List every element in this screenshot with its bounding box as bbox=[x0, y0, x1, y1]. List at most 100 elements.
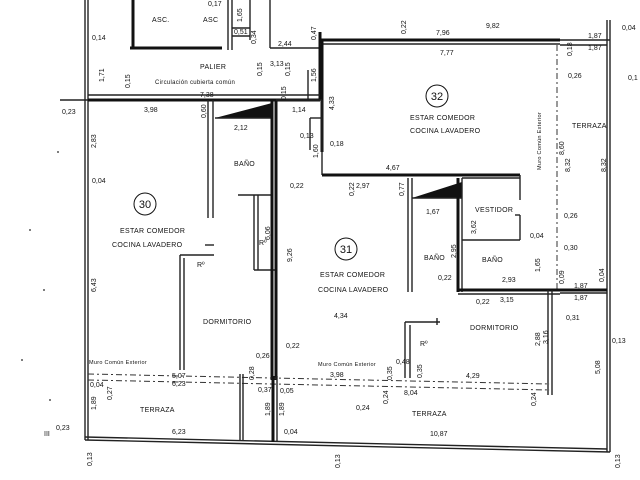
dim-label: 0,24 bbox=[356, 405, 370, 412]
dim-label: 7,77 bbox=[440, 50, 454, 57]
dim-label: 0,35 bbox=[387, 366, 394, 380]
dim-label: 0,35 bbox=[417, 364, 424, 378]
dim-label: 0,22 bbox=[349, 182, 356, 196]
room-labels: ESTAR COMEDOR COCINA LAVADERO ESTAR COME… bbox=[89, 17, 607, 418]
dim-label: 0,28 bbox=[249, 366, 256, 380]
dim-label: 8,32 bbox=[601, 158, 608, 172]
dim-label: 0,22 bbox=[401, 20, 408, 34]
dimension-labels: 0,17 1,65 0,51 0,34 0,14 2,44 0,47 0,22 … bbox=[44, 1, 638, 468]
dim-label: 7,96 bbox=[436, 30, 450, 37]
dim-label: 1,87 bbox=[574, 295, 588, 302]
dim-label: 0,77 bbox=[399, 182, 406, 196]
dim-label: 1,14 bbox=[292, 107, 306, 114]
stair-fill-30 bbox=[215, 103, 272, 118]
dim-label: 0,15 bbox=[257, 62, 264, 76]
dim-label: 6,43 bbox=[91, 278, 98, 292]
dim-label: 0,27 bbox=[107, 386, 114, 400]
unit-30-walls bbox=[179, 100, 278, 380]
scan-specks bbox=[21, 151, 59, 401]
dim-label: 0,22 bbox=[286, 343, 300, 350]
unit-30-marker: 30 bbox=[133, 192, 157, 216]
dim-label: III bbox=[44, 431, 50, 438]
dim-label: 0,13 bbox=[335, 454, 342, 468]
dim-label: 0,13 bbox=[615, 454, 622, 468]
dim-label: 2,44 bbox=[278, 41, 292, 48]
dim-label: 9,26 bbox=[287, 248, 294, 262]
dim-label: 6,23 bbox=[172, 381, 186, 388]
dim-label: 0,13 bbox=[87, 452, 94, 466]
asc-label-1: ASC. bbox=[152, 17, 170, 24]
terraza-30-label: TERRAZA bbox=[140, 407, 175, 414]
frame-lines bbox=[60, 0, 611, 453]
dim-label: 0,23 bbox=[62, 109, 76, 116]
dim-label: 9,82 bbox=[486, 23, 500, 30]
dim-label: 4,67 bbox=[386, 165, 400, 172]
dim-label: 0,04 bbox=[599, 268, 606, 282]
terraza-31-label: TERRAZA bbox=[412, 411, 447, 418]
dim-label: 0,13 bbox=[612, 338, 626, 345]
dim-label: 1,56 bbox=[311, 68, 318, 82]
muro-comun-label-2: Muro Común Exterior bbox=[318, 362, 376, 368]
dim-label: 5,07 bbox=[172, 373, 186, 380]
bano-31a-label: BAÑO bbox=[424, 253, 445, 262]
dim-label: 0,1 bbox=[628, 75, 638, 82]
dim-label: 2,93 bbox=[502, 277, 516, 284]
dim-label: 0,04 bbox=[90, 382, 104, 389]
dim-label: 3,62 bbox=[471, 220, 478, 234]
asc-label-2: ASC bbox=[203, 17, 218, 24]
unit-32-room-label: ESTAR COMEDOR bbox=[410, 115, 475, 122]
dim-label: 2,97 bbox=[356, 183, 370, 190]
unit-32-subroom-label: COCINA LAVADERO bbox=[410, 128, 481, 135]
dim-label: 2,83 bbox=[91, 134, 98, 148]
dim-label: 0,48 bbox=[396, 359, 410, 366]
dim-label: 0,14 bbox=[92, 35, 106, 42]
common-area bbox=[88, 0, 322, 102]
dim-label: 0,47 bbox=[311, 26, 318, 40]
unit-32-marker: 32 bbox=[425, 84, 449, 108]
dim-label: 3,15 bbox=[500, 297, 514, 304]
unit-32-number: 32 bbox=[431, 91, 443, 103]
bano-31b-label: BAÑO bbox=[482, 255, 503, 264]
dim-label: 1,89 bbox=[91, 396, 98, 410]
dim-label: 0,26 bbox=[564, 213, 578, 220]
dim-label: 6,06 bbox=[265, 226, 272, 240]
r-label-3: Rº bbox=[420, 341, 428, 348]
exterior-wall bbox=[87, 290, 553, 442]
dim-label: 0,22 bbox=[476, 299, 490, 306]
circulacion-label: Circulación cubierta común bbox=[155, 80, 235, 86]
terraza-32-label: TERRAZA bbox=[572, 123, 607, 130]
unit-31-walls bbox=[276, 99, 560, 378]
r-label-1: Rº bbox=[197, 262, 205, 269]
unit-30-room-label: ESTAR COMEDOR bbox=[120, 228, 185, 235]
dim-label: 0,15 bbox=[281, 86, 288, 100]
dim-label: 0,17 bbox=[208, 1, 222, 8]
dim-label: 0,04 bbox=[622, 25, 636, 32]
dim-label: 0,24 bbox=[383, 390, 390, 404]
bano-30-label: BAÑO bbox=[234, 159, 255, 168]
dim-label: 0,04 bbox=[92, 178, 106, 185]
unit-31-subroom-label: COCINA LAVADERO bbox=[318, 287, 389, 294]
dim-label: 2,95 bbox=[451, 244, 458, 258]
dim-label: 0,24 bbox=[531, 392, 538, 406]
dim-label: 7,38 bbox=[200, 92, 214, 99]
dim-label: 0,04 bbox=[530, 233, 544, 240]
dim-label: 8,32 bbox=[565, 158, 572, 172]
unit-31-number: 31 bbox=[340, 244, 352, 256]
dim-label: 4,29 bbox=[466, 373, 480, 380]
dim-label: 1,65 bbox=[237, 8, 244, 22]
dim-label: 1,89 bbox=[265, 402, 272, 416]
dim-label: 0,22 bbox=[438, 275, 452, 282]
unit-30-subroom-label: COCINA LAVADERO bbox=[112, 242, 183, 249]
dim-label: 1,87 bbox=[574, 283, 588, 290]
dim-label: 2,12 bbox=[234, 125, 248, 132]
dim-label: 1,60 bbox=[313, 144, 320, 158]
vestidor-label: VESTIDOR bbox=[475, 207, 513, 214]
unit-31-marker: 31 bbox=[334, 237, 358, 261]
dim-label: 0,05 bbox=[280, 388, 294, 395]
dim-label: 6,23 bbox=[172, 429, 186, 436]
dim-label: 0,51 bbox=[234, 29, 248, 36]
dormitorio-30-label: DORMITORIO bbox=[203, 319, 252, 326]
dim-label: 8,60 bbox=[559, 141, 566, 155]
dim-label: 0,18 bbox=[330, 141, 344, 148]
muro-comun-label-3: Muro Común Exterior bbox=[537, 112, 543, 170]
